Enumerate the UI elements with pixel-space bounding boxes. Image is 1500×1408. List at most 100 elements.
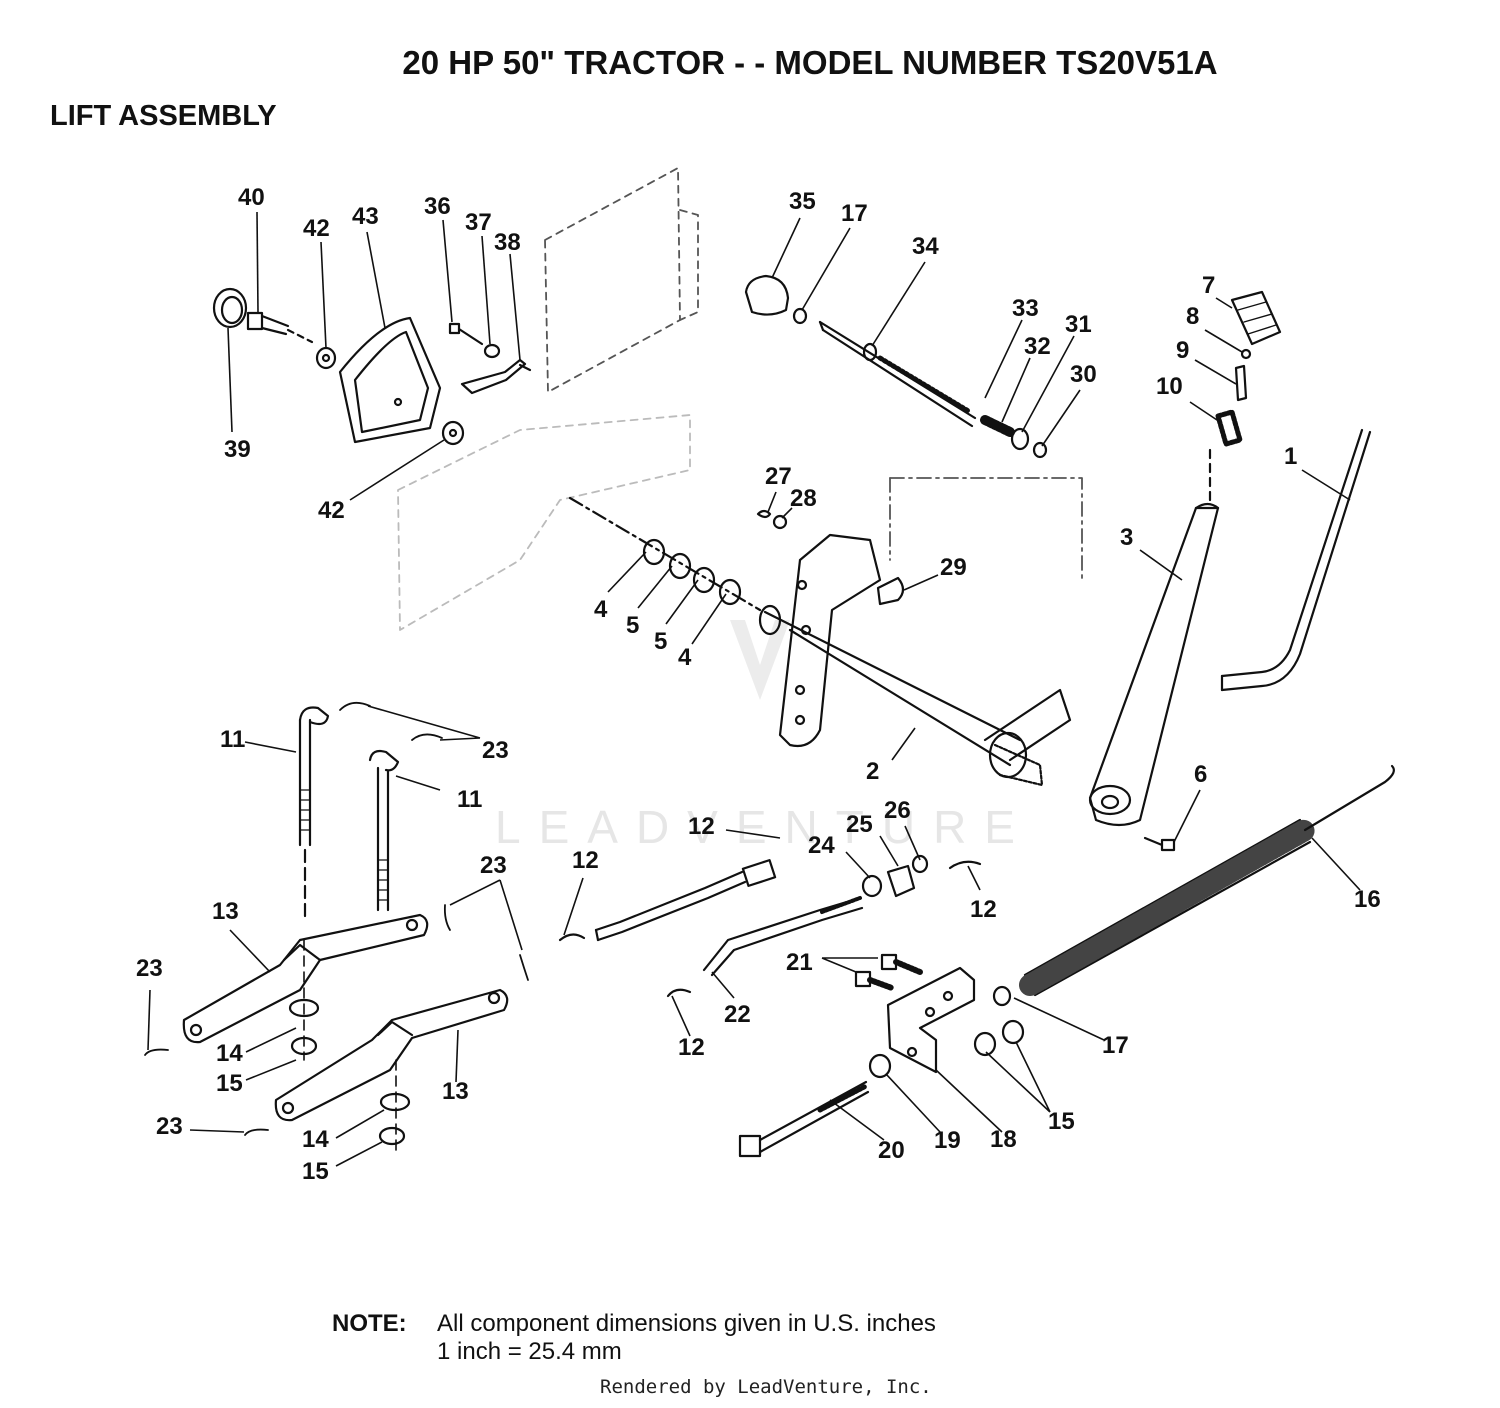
rod-nut: [1032, 441, 1048, 459]
callout-2: 2: [866, 758, 879, 785]
callout-8: 8: [1186, 303, 1199, 330]
lift-link-left: [298, 706, 330, 922]
callout-22: 22: [724, 1001, 751, 1028]
callout-6: 6: [1194, 761, 1207, 788]
callout-27: 27: [765, 463, 792, 490]
latch-parts: [448, 322, 532, 395]
callout-38: 38: [494, 229, 521, 256]
callout-23: 23: [136, 955, 163, 982]
callout-42: 42: [303, 215, 330, 242]
lift-link-right: [368, 749, 400, 912]
callout-4: 4: [678, 644, 692, 671]
callout-23: 23: [480, 852, 507, 879]
link-block: [886, 864, 916, 898]
watermark-text: LEADVENTURE: [495, 801, 1033, 853]
callout-18: 18: [990, 1126, 1017, 1153]
callout-15: 15: [216, 1070, 243, 1097]
callout-9: 9: [1176, 337, 1189, 364]
note-label: NOTE:: [332, 1310, 407, 1337]
callout-42: 42: [318, 497, 345, 524]
lift-arm-lower: [274, 988, 509, 1122]
callout-11: 11: [457, 786, 482, 813]
callout-11: 11: [220, 726, 245, 753]
assembly-title: LIFT ASSEMBLY: [50, 100, 277, 132]
callout-21: 21: [786, 949, 813, 976]
callout-35: 35: [789, 188, 816, 215]
callout-30: 30: [1070, 361, 1097, 388]
spring-bracket: [886, 966, 976, 1074]
callout-12: 12: [572, 847, 599, 874]
rod-spring: [980, 415, 1015, 437]
leader-lines: [147, 211, 1361, 1167]
callout-12: 12: [688, 813, 715, 840]
callout-24: 24: [808, 832, 835, 859]
callout-15: 15: [1048, 1108, 1075, 1135]
lift-shaft: [758, 533, 1072, 787]
knob-bolt: [246, 311, 314, 344]
callout-4: 4: [594, 596, 608, 623]
credit-line: Rendered by LeadVenture, Inc.: [600, 1376, 932, 1398]
hairpin-clips: [144, 701, 529, 1136]
callout-17: 17: [841, 200, 868, 227]
callout-17: 17: [1102, 1032, 1129, 1059]
callout-3: 3: [1120, 524, 1133, 551]
lift-arm-upper: [182, 913, 429, 1044]
callout-14: 14: [302, 1126, 329, 1153]
callout-20: 20: [878, 1137, 905, 1164]
bracket-bolts: [854, 953, 923, 991]
callout-5: 5: [626, 612, 639, 639]
small-clips: [756, 509, 905, 606]
callout-43: 43: [352, 203, 379, 230]
deck-linkage-rod: [558, 859, 777, 942]
callout-15: 15: [302, 1158, 329, 1185]
callout-14: 14: [216, 1040, 243, 1067]
note-line-2: 1 inch = 25.4 mm: [437, 1338, 622, 1365]
callout-39: 39: [224, 436, 251, 463]
washer-lower: [441, 420, 465, 446]
arm-washer-upper: [288, 998, 320, 1018]
link-washer: [861, 874, 883, 898]
callout-28: 28: [790, 485, 817, 512]
threaded-rod: [818, 320, 977, 428]
note-line-1: All component dimensions given in U.S. i…: [437, 1310, 936, 1337]
frame-plate-ghost: [397, 167, 1083, 631]
callout-1: 1: [1284, 443, 1297, 470]
lever-grip: [1215, 290, 1282, 447]
callout-32: 32: [1024, 333, 1051, 360]
callout-13: 13: [212, 898, 239, 925]
adjust-knob: [744, 274, 808, 325]
callout-37: 37: [465, 209, 492, 236]
watermark: LEADVENTURE: [495, 620, 1033, 853]
lift-lever: [1088, 448, 1220, 827]
lift-rod: [1220, 428, 1372, 692]
callout-12: 12: [970, 896, 997, 923]
callout-31: 31: [1065, 311, 1092, 338]
washer-upper: [315, 346, 337, 370]
callout-23: 23: [482, 737, 509, 764]
lift-spring: [1019, 764, 1395, 997]
callout-33: 33: [1012, 295, 1039, 322]
callout-34: 34: [912, 233, 939, 260]
page-title: 20 HP 50" TRACTOR - - MODEL NUMBER TS20V…: [402, 44, 1218, 81]
callout-29: 29: [940, 554, 967, 581]
adjust-linkage-rod: [666, 896, 864, 998]
callout-23: 23: [156, 1113, 183, 1140]
callout-36: 36: [424, 193, 451, 220]
callout-25: 25: [846, 811, 873, 838]
callout-5: 5: [654, 628, 667, 655]
callout-12: 12: [678, 1034, 705, 1061]
rod-washer: [1010, 427, 1030, 451]
callout-40: 40: [238, 184, 265, 211]
bracket-bolt: [738, 1080, 870, 1158]
knob-ring: [212, 287, 248, 329]
bracket-nut-a: [973, 1031, 997, 1057]
bracket-washer: [868, 1053, 892, 1079]
callout-19: 19: [934, 1127, 961, 1154]
arm-nut-lower: [378, 1126, 406, 1146]
callout-10: 10: [1156, 373, 1183, 400]
callout-26: 26: [884, 797, 911, 824]
link-nut: [911, 854, 929, 874]
arm-washer-lower: [379, 1092, 411, 1112]
callout-13: 13: [442, 1078, 469, 1105]
